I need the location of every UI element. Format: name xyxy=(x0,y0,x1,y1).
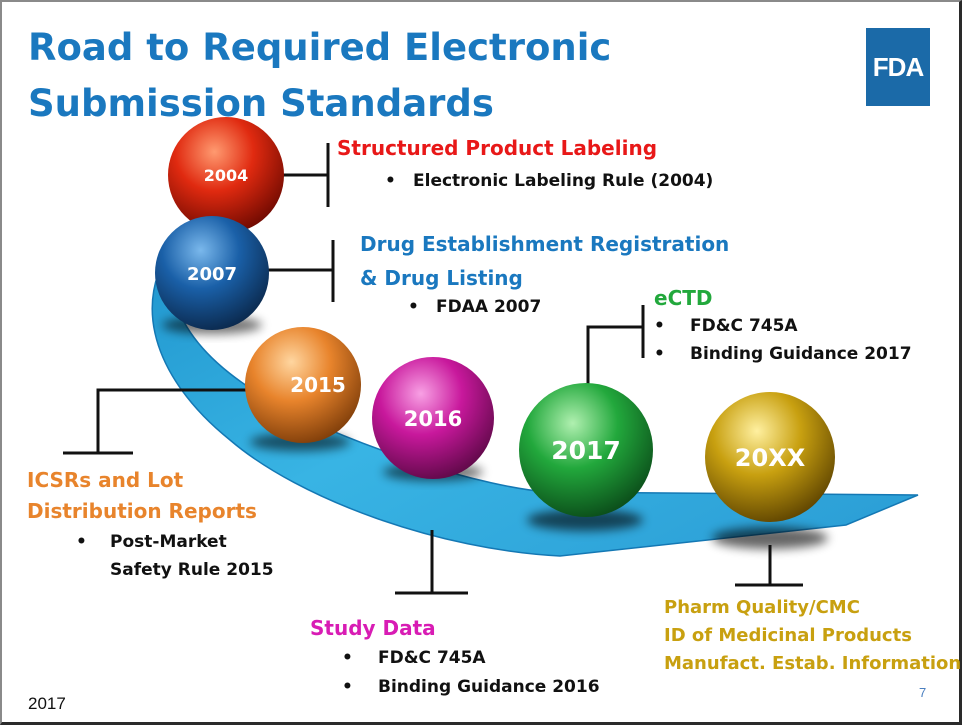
milestone-2017: 2017 xyxy=(519,383,653,517)
bullet-marker: • xyxy=(385,171,396,191)
bullet-marker: • xyxy=(342,648,353,668)
connector-2017 xyxy=(586,305,645,390)
ectd-heading: eCTD xyxy=(654,286,713,310)
spl-heading: Structured Product Labeling xyxy=(337,136,658,160)
pq-line-1: Pharm Quality/CMC xyxy=(664,597,860,618)
slide-title: Road to Required Electronic Submission S… xyxy=(28,26,612,125)
connector-2016 xyxy=(395,530,468,595)
drl-heading-line2: & Drug Listing xyxy=(360,266,523,290)
bullet-marker: • xyxy=(76,532,87,552)
year-label-2015: 2015 xyxy=(290,373,346,397)
fda-logo: FDA xyxy=(866,28,930,106)
connector-2015 xyxy=(63,388,248,455)
icsr-bullet-continued: Safety Rule 2015 xyxy=(110,560,274,580)
drl-bullet: • FDAA 2007 xyxy=(408,297,541,317)
study-bullet-2: • Binding Guidance 2016 xyxy=(342,677,600,697)
footer-year: 2017 xyxy=(28,694,66,713)
ectd-bullet-2: • Binding Guidance 2017 xyxy=(654,344,912,364)
year-label-2004: 2004 xyxy=(204,166,249,185)
pq-line-3: Manufact. Estab. Information xyxy=(664,653,962,674)
bullet-marker: • xyxy=(654,316,665,336)
connector-20xx xyxy=(735,545,803,587)
year-label-2007: 2007 xyxy=(187,264,237,285)
sphere-2016 xyxy=(372,357,494,479)
icsr-bullet: • Post-Market xyxy=(76,532,227,552)
sphere-shadow xyxy=(527,509,643,531)
milestone-2007: 2007 xyxy=(155,216,269,330)
study-bullet-text-2: Binding Guidance 2016 xyxy=(378,677,600,697)
sphere-2017 xyxy=(519,383,653,517)
sphere-shadow xyxy=(712,527,828,549)
sphere-2007 xyxy=(155,216,269,330)
page-number: 7 xyxy=(919,685,927,700)
milestone-2016: 2016 xyxy=(372,357,494,479)
connector-2007 xyxy=(262,240,335,302)
pq-line-2: ID of Medicinal Products xyxy=(664,625,912,646)
icsr-bullet-text-line1: Post-Market xyxy=(110,532,227,552)
study-heading: Study Data xyxy=(310,616,436,640)
ectd-bullet-text-2: Binding Guidance 2017 xyxy=(690,344,912,364)
bullet-marker: • xyxy=(408,297,419,317)
drl-heading-line1: Drug Establishment Registration xyxy=(360,232,730,256)
bullet-marker: • xyxy=(342,677,353,697)
milestone-2004: 2004 xyxy=(168,117,284,233)
spl-bullet-text: Electronic Labeling Rule (2004) xyxy=(413,171,714,191)
year-label-2017: 2017 xyxy=(551,436,621,465)
ectd-bullet-1: • FD&C 745A xyxy=(654,316,798,336)
ectd-bullet-text-1: FD&C 745A xyxy=(690,316,798,336)
sphere-2015 xyxy=(245,327,361,443)
year-label-20xx: 20XX xyxy=(735,444,806,472)
study-bullet-1: • FD&C 745A xyxy=(342,648,486,668)
milestone-20xx: 20XX xyxy=(705,392,835,522)
study-bullet-text-1: FD&C 745A xyxy=(378,648,486,668)
icsr-heading-line1: ICSRs and Lot xyxy=(27,468,184,492)
spl-bullet: • Electronic Labeling Rule (2004) xyxy=(385,171,713,191)
drl-bullet-text: FDAA 2007 xyxy=(436,297,542,317)
sphere-20xx xyxy=(705,392,835,522)
milestone-2015: 2015 xyxy=(245,327,361,443)
icsr-heading-line2: Distribution Reports xyxy=(27,499,257,523)
year-label-2016: 2016 xyxy=(404,407,462,431)
sphere-2004 xyxy=(168,117,284,233)
bullet-marker: • xyxy=(654,344,665,364)
